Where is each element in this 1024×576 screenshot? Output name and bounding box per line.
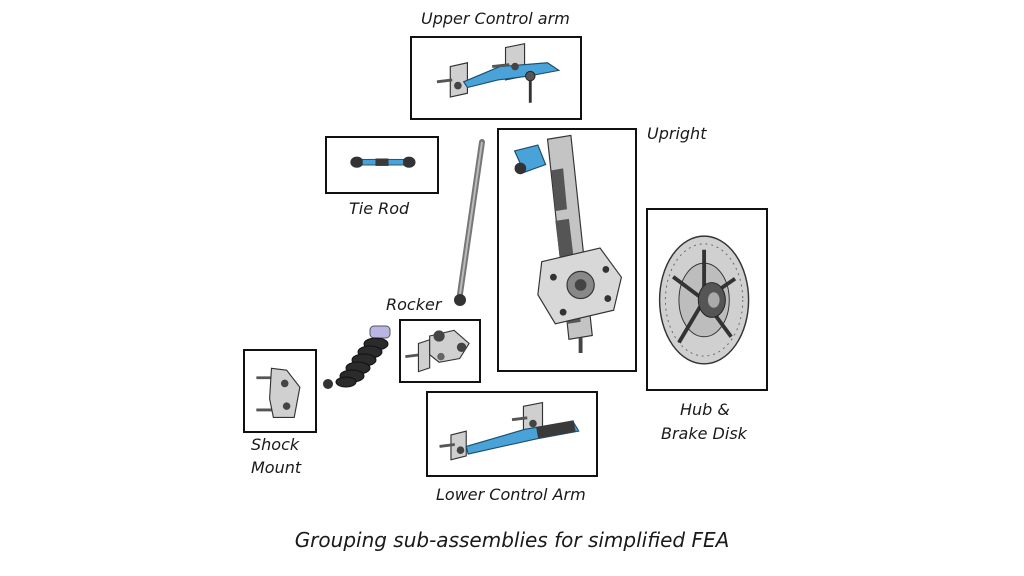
- figure-caption: Grouping sub-assemblies for simplified F…: [294, 528, 730, 552]
- hub-label-line1: Hub &: [680, 400, 730, 419]
- shock-mount-box: [243, 349, 317, 433]
- rocker-label: Rocker: [386, 295, 442, 314]
- tie-rod-drawing: [350, 156, 416, 168]
- hub-brake-disk-drawing: [658, 235, 750, 365]
- lower-control-arm-drawing: [439, 401, 580, 461]
- shock-mount-label-line2: Mount: [251, 458, 302, 477]
- shock-absorber-drawing: [323, 325, 391, 389]
- lower-control-arm-label: Lower Control Arm: [436, 485, 586, 504]
- hub-label-line2: Brake Disk: [661, 424, 747, 443]
- upper-control-arm-box: [410, 36, 582, 120]
- upright-box: [497, 128, 637, 372]
- rocker-box: [399, 319, 481, 383]
- hub-brake-disk-box: [646, 208, 768, 391]
- upright-label: Upright: [647, 124, 707, 143]
- shock-mount-label-line1: Shock: [251, 435, 300, 454]
- upright-drawing: [513, 134, 623, 353]
- lower-control-arm-box: [426, 391, 598, 477]
- upper-control-arm-drawing: [436, 43, 561, 103]
- upper-control-arm-label: Upper Control arm: [421, 9, 570, 28]
- push-rod-drawing: [454, 139, 485, 306]
- tie-rod-box: [325, 136, 439, 194]
- shock-mount-drawing: [256, 367, 301, 419]
- rocker-drawing: [405, 329, 470, 373]
- tie-rod-label: Tie Rod: [349, 199, 410, 218]
